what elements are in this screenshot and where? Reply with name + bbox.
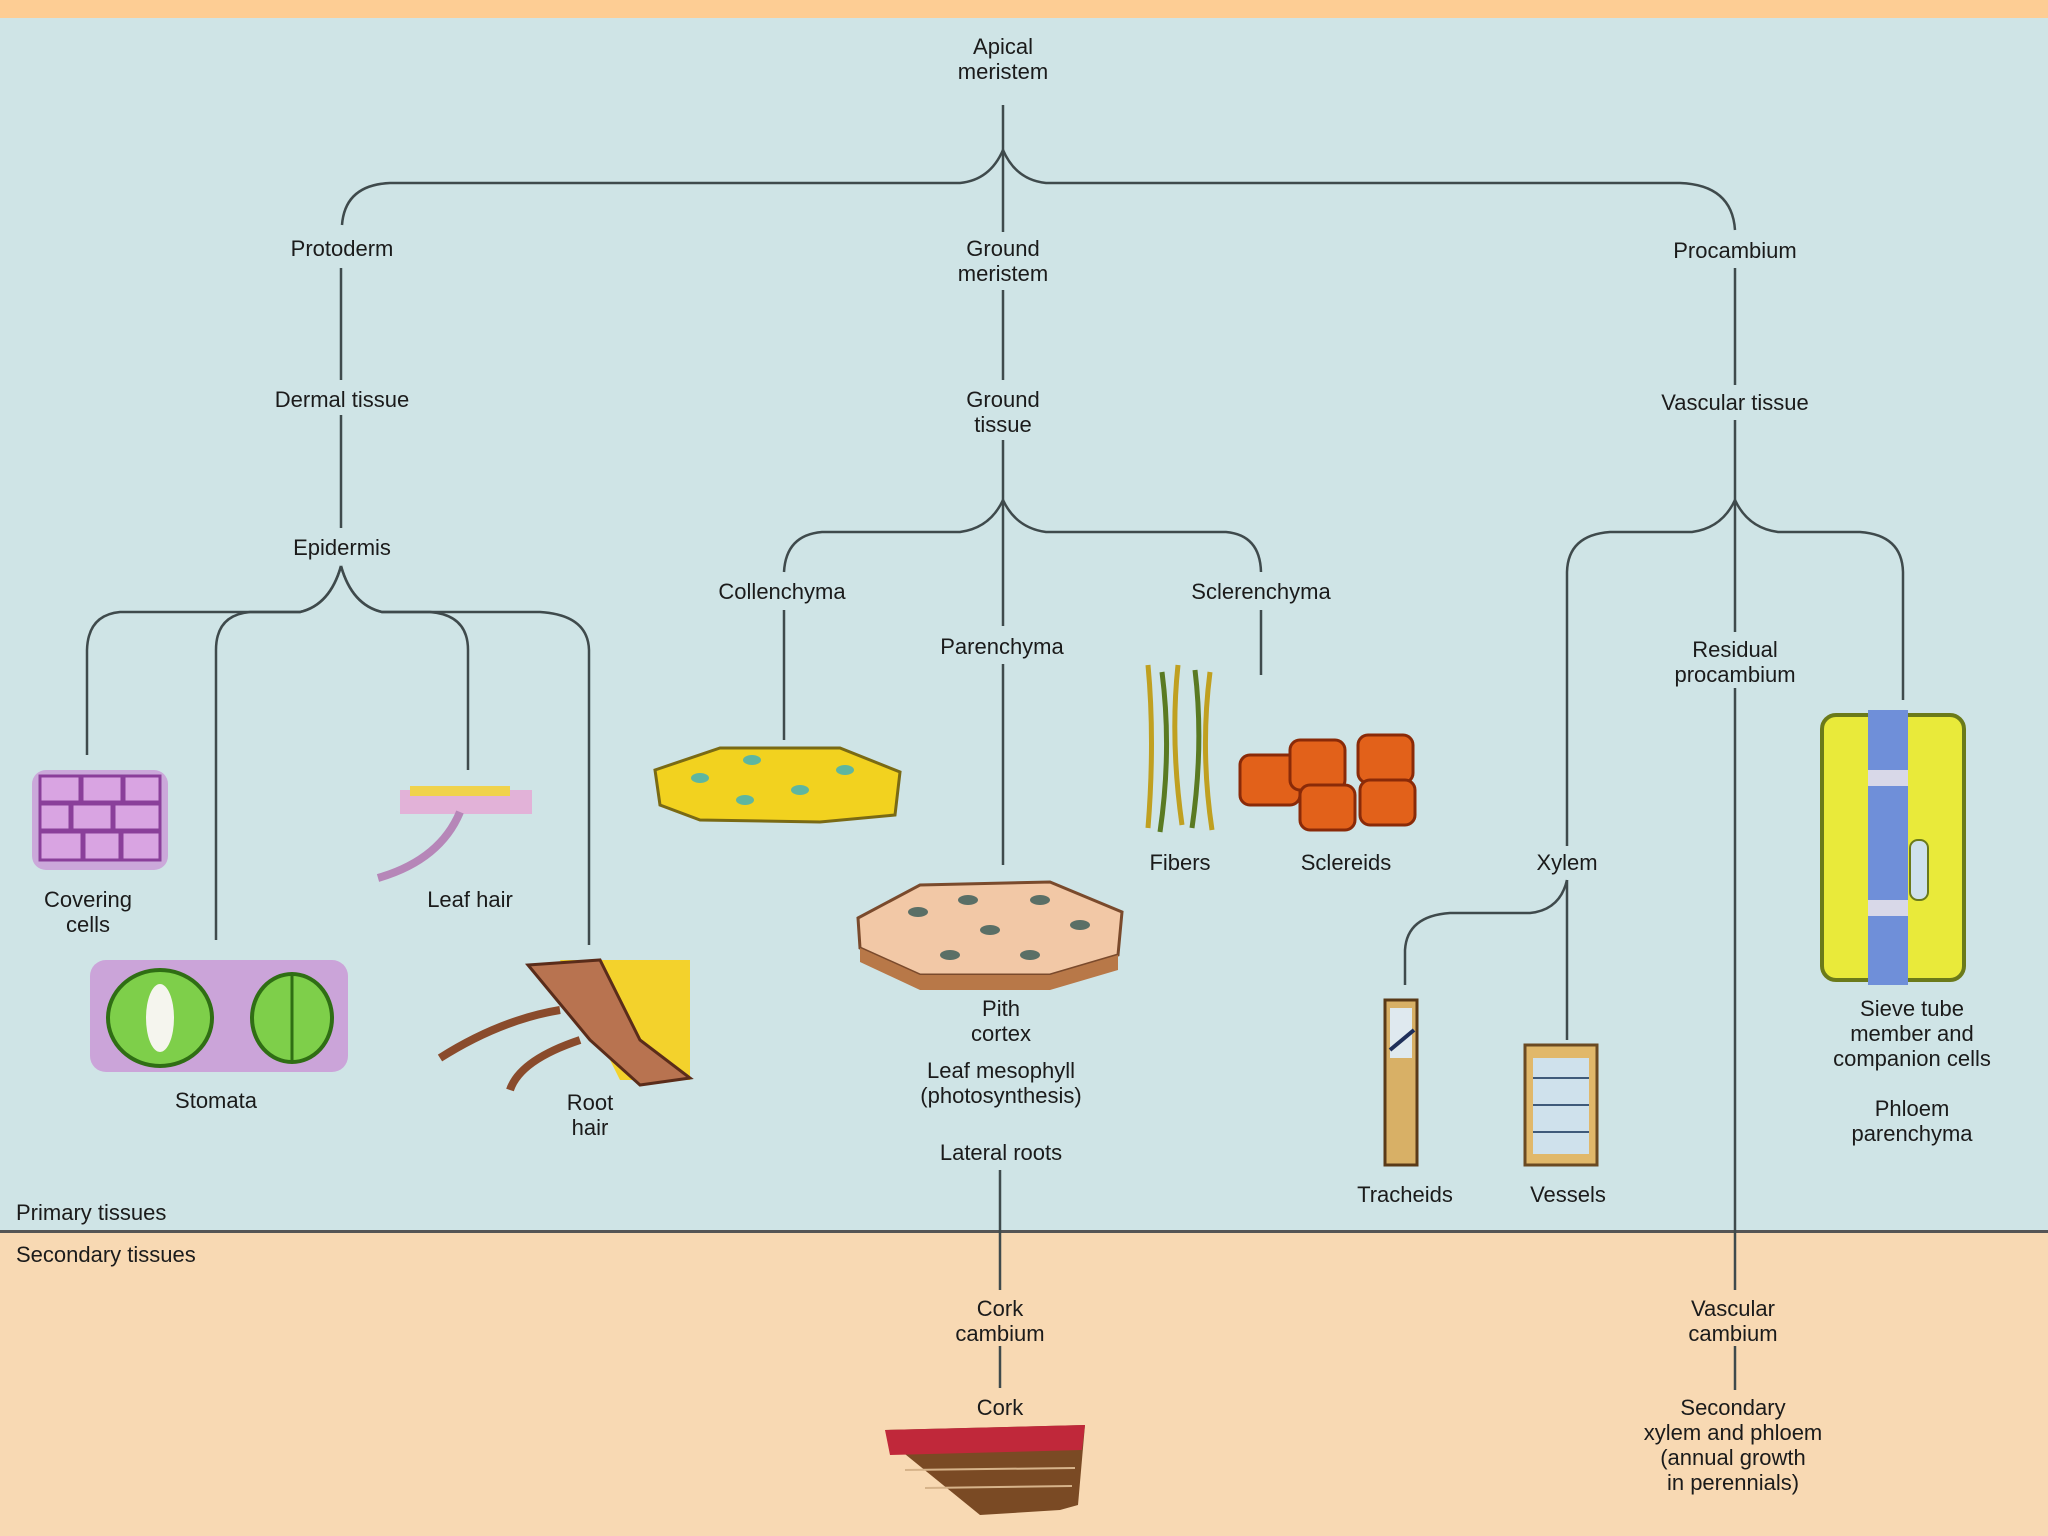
leaf-hair-illustration [376,786,532,882]
top-band [0,0,2048,18]
connector-collenchyma [782,499,1005,573]
connector-procambium [1001,149,1737,231]
root-hair-illustration [437,958,694,1092]
node-sieve-tube: Sieve tube member and companion cells [1833,996,1991,1071]
connector-epidermis-roothair [339,565,591,945]
connector-epidermis-stomata [214,565,343,940]
connector-xylem [1565,499,1737,846]
node-cork: Cork [976,1395,1024,1420]
connector-xylem-tracheids [1403,879,1569,985]
node-parenchyma: Parenchyma [940,634,1064,659]
collenchyma-illustration [653,746,902,824]
connector-phloem [1733,499,1905,700]
node-secondary-xylem-phloem: Secondary xylem and phloem (annual growt… [1643,1395,1823,1495]
node-vascular-tissue: Vascular tissue [1661,390,1809,415]
node-root-hair: Root hair [566,1090,614,1140]
node-pith-cortex: Pith cortex [971,996,1031,1046]
cork-illustration [885,1425,1085,1515]
primary-tissues-label: Primary tissues [16,1200,167,1225]
node-cork-cambium: Cork cambium [955,1296,1045,1346]
node-xylem: Xylem [1536,850,1598,875]
connector-protoderm [340,149,1005,226]
node-dermal-tissue: Dermal tissue [274,387,410,412]
node-leaf-hair: Leaf hair [427,887,513,912]
node-epidermis: Epidermis [293,535,391,560]
covering-cells-illustration [32,770,168,870]
node-fibers: Fibers [1149,850,1211,875]
node-protoderm: Protoderm [290,236,394,261]
node-procambium: Procambium [1673,238,1797,263]
node-sclereids: Sclereids [1300,850,1392,875]
connector-epidermis-leafhair [339,565,470,770]
node-vascular-cambium: Vascular cambium [1688,1296,1778,1346]
connector-epidermis-covering [85,565,343,755]
node-collenchyma: Collenchyma [718,579,846,604]
connector-sclerenchyma [1001,499,1263,573]
secondary-tissues-label: Secondary tissues [16,1242,196,1267]
node-residual-procambium: Residual procambium [1674,637,1796,687]
sclereids-illustration [1238,733,1417,832]
stomata-illustration [90,960,348,1072]
fibers-illustration [1145,664,1215,833]
node-ground-meristem: Ground meristem [957,236,1049,286]
parenchyma-illustration [856,880,1124,990]
node-vessels: Vessels [1530,1182,1606,1207]
vessel-illustration [1523,1043,1599,1167]
region-divider [0,1230,2048,1233]
sieve-tube-illustration [1820,710,1966,985]
node-stomata: Stomata [175,1088,257,1113]
node-sclerenchyma: Sclerenchyma [1191,579,1331,604]
node-ground-tissue: Ground tissue [966,387,1040,437]
node-phloem-parenchyma: Phloem parenchyma [1851,1096,1973,1146]
node-covering-cells: Covering cells [43,887,133,937]
node-tracheids: Tracheids [1357,1182,1453,1207]
node-lateral-roots: Lateral roots [939,1140,1063,1165]
node-leaf-mesophyll: Leaf mesophyll (photosynthesis) [920,1058,1082,1108]
node-apical-meristem: Apical meristem [957,34,1049,84]
tracheid-illustration [1383,998,1419,1167]
